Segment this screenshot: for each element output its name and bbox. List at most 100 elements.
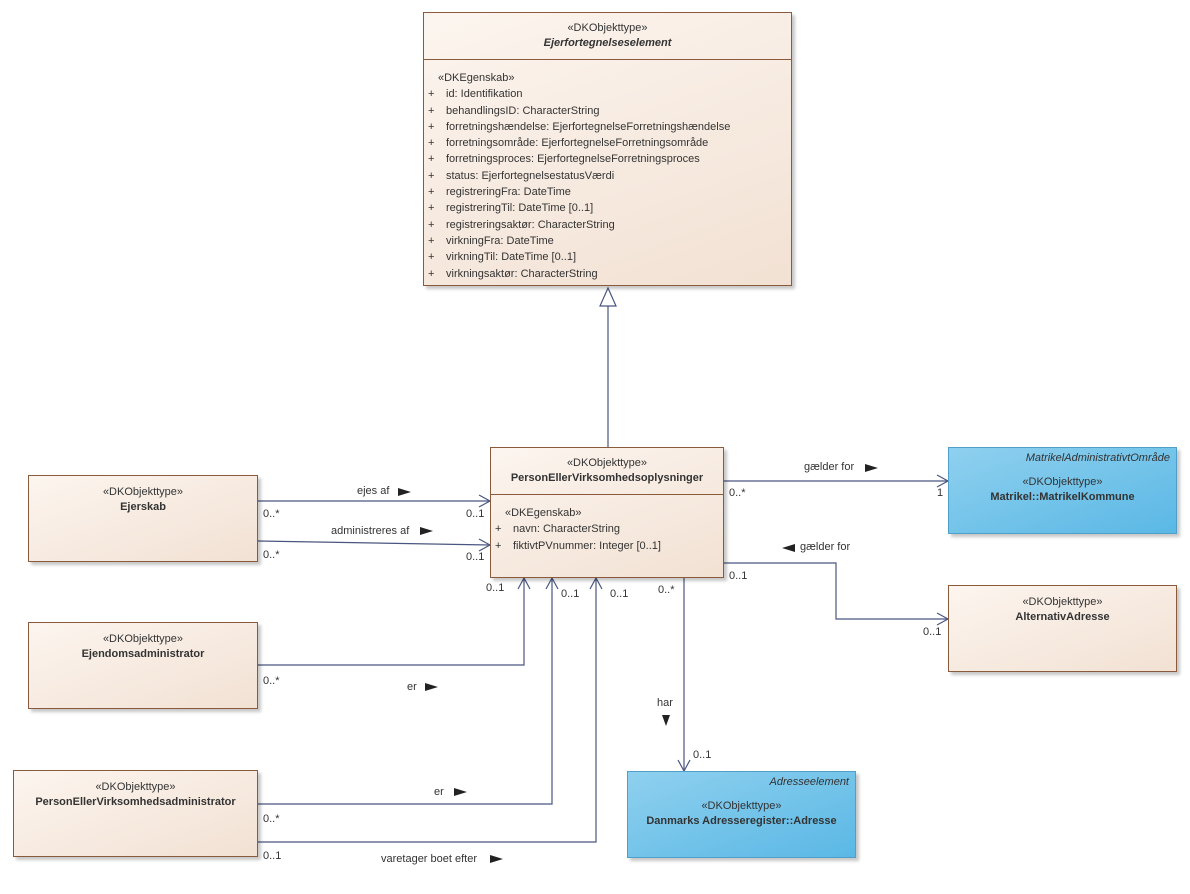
class-name: Ejerskab — [120, 501, 166, 513]
attribute-compartment: «DKEgenskab» +id: Identifikation+behandl… — [424, 59, 791, 282]
attribute-row: +forretningshændelse: EjerfortegnelseFor… — [424, 119, 791, 135]
assoc-er-ejendom-target-mult: 0..1 — [486, 582, 505, 594]
assoc-har-target-mult: 0..1 — [693, 749, 712, 761]
class-ejerfortegnelseselement[interactable]: «DKObjekttype» Ejerfortegnelseselement «… — [423, 12, 792, 286]
assoc-administreres-af-target-mult: 0..1 — [466, 551, 485, 563]
direction-marker-er-pva — [454, 788, 467, 796]
class-alternativ-adresse[interactable]: «DKObjekttype» AlternativAdresse — [948, 585, 1177, 672]
class-stereotype: «DKObjekttype» — [567, 22, 648, 34]
direction-marker-gaelder-kommune — [865, 464, 878, 472]
attribute-visibility: + — [428, 88, 435, 101]
class-name: PersonEllerVirksomhedsadministrator — [35, 796, 236, 808]
assoc-gaelder-alt-line — [724, 562, 948, 620]
attribute-text: behandlingsID: CharacterString — [446, 104, 600, 117]
class-header: «DKObjekttype» Ejerskab — [29, 476, 257, 515]
package-name: Adresseelement — [769, 776, 850, 788]
class-person-eller-virksomhedsadministrator[interactable]: «DKObjekttype» PersonEllerVirksomhedsadm… — [13, 770, 258, 857]
attribute-row: +virkningFra: DateTime — [424, 233, 791, 249]
attribute-visibility: + — [428, 169, 435, 182]
assoc-administreres-af-source-mult: 0..* — [263, 549, 280, 561]
class-header: «DKObjekttype» PersonEllerVirksomhedsadm… — [14, 771, 257, 810]
attribute-text: fiktivtPVnummer: Integer [0..1] — [513, 539, 661, 552]
attribute-text: forretningsproces: EjerfortegnelseForret… — [446, 153, 700, 166]
class-header: «DKObjekttype» Ejendomsadministrator — [29, 623, 257, 662]
class-ejendomsadministrator[interactable]: «DKObjekttype» Ejendomsadministrator — [28, 622, 258, 709]
attribute-compartment: «DKEgenskab» + navn: CharacterString + fikt… — [491, 494, 723, 554]
attribute-text: status: EjerfortegnelsestatusVærdi — [446, 169, 615, 182]
assoc-gaelder-alt-label: gælder for — [800, 541, 851, 553]
assoc-er-ejendom-source-mult: 0..* — [263, 675, 280, 687]
assoc-varetager-label: varetager boet efter — [381, 853, 478, 865]
assoc-er-pva-label: er — [434, 786, 444, 798]
attribute-text: registreringFra: DateTime — [446, 186, 571, 199]
attribute-visibility: + — [428, 202, 435, 215]
attribute-visibility: + — [495, 539, 502, 552]
assoc-varetager-target-mult: 0..1 — [610, 588, 629, 600]
attribute-text: navn: CharacterString — [513, 523, 620, 536]
class-stereotype: «DKObjekttype» — [102, 486, 184, 498]
attribute-row: +forretningsproces: EjerfortegnelseForre… — [424, 151, 791, 167]
class-name: Danmarks Adresseregister::Adresse — [646, 815, 837, 827]
attribute-visibility: + — [428, 186, 435, 199]
attribute-text: virkningTil: DateTime [0..1] — [446, 251, 577, 264]
attribute-row: + registreringTil: DateTime [0..1] — [424, 200, 791, 216]
direction-marker-ejes-af — [398, 488, 411, 496]
attribute-row: + fiktivtPVnummer: Integer [0..1] — [491, 538, 723, 554]
attribute-text: forretningsområde: EjerfortegnelseForret… — [446, 137, 709, 150]
attribute-row: + status: EjerfortegnelsestatusVærdi — [424, 168, 791, 184]
class-person-eller-virksomhedsoplysninger[interactable]: «DKObjekttype» PersonEllerVirksomhedsopl… — [490, 447, 724, 578]
direction-marker-er-ejendom — [425, 683, 438, 691]
assoc-har-source-mult: 0..* — [658, 584, 675, 596]
class-name: Matrikel::MatrikelKommune — [990, 491, 1135, 503]
assoc-er-pva-source-mult: 0..* — [263, 813, 280, 825]
class-danmarks-adresseregister-adresse[interactable]: Adresseelement «DKObjekttype» Danmarks A… — [627, 771, 856, 858]
attribute-row: + registreringFra: DateTime — [424, 184, 791, 200]
assoc-varetager-arrow — [589, 576, 603, 590]
attribute-row: + navn: CharacterString — [491, 521, 723, 537]
assoc-gaelder-kommune-label: gælder for — [804, 461, 855, 473]
assoc-er-ejendom-arrow — [517, 576, 531, 590]
attribute-stereotype: «DKEgenskab» — [505, 507, 582, 519]
assoc-er-pva-target-mult: 0..1 — [561, 588, 580, 600]
class-header: «DKObjekttype» PersonEllerVirksomhedsopl… — [491, 448, 723, 486]
attribute-visibility: + — [428, 267, 435, 280]
class-ejerskab[interactable]: «DKObjekttype» Ejerskab — [28, 475, 258, 562]
attribute-visibility: + — [428, 137, 435, 150]
attribute-visibility: + — [428, 120, 435, 133]
assoc-administreres-af-label: administreres af — [331, 525, 410, 537]
attribute-row: +id: Identifikation — [424, 86, 791, 102]
class-stereotype: «DKObjekttype» — [95, 781, 176, 793]
assoc-ejes-af-source-mult: 0..* — [263, 508, 280, 520]
attribute-list: +id: Identifikation+behandlingsID: Chara… — [424, 86, 791, 282]
attribute-visibility: + — [428, 104, 435, 117]
class-stereotype: «DKObjekttype» — [701, 800, 782, 812]
attribute-text: registreringTil: DateTime [0..1] — [446, 202, 594, 215]
class-matrikel-kommune[interactable]: MatrikelAdministrativtOmråde «DKObjektty… — [948, 447, 1177, 534]
class-stereotype: «DKObjekttype» — [1022, 596, 1103, 608]
assoc-gaelder-alt-source-mult: 0..1 — [729, 570, 748, 582]
class-stereotype: «DKObjekttype» — [1022, 476, 1103, 488]
direction-marker-har — [662, 715, 670, 726]
attribute-text: virkningsaktør: CharacterString — [446, 267, 598, 280]
assoc-gaelder-kommune-target-mult: 1 — [937, 487, 944, 499]
attribute-text: registreringsaktør: CharacterString — [446, 218, 615, 231]
attribute-row: + forretningsområde: EjerfortegnelseForre… — [424, 135, 791, 151]
attribute-row: + behandlingsID: CharacterString — [424, 103, 791, 119]
attribute-row: + virkningTil: DateTime [0..1] — [424, 249, 791, 265]
assoc-varetager-line — [258, 578, 597, 843]
assoc-er-ejendom-label: er — [407, 681, 417, 693]
class-name: PersonEllerVirksomhedsoplysninger — [510, 472, 704, 484]
generalization-arrowhead — [599, 286, 617, 307]
direction-marker-gaelder-alt — [782, 544, 795, 552]
class-header: «DKObjekttype» AlternativAdresse — [949, 586, 1176, 625]
package-name: MatrikelAdministrativtOmråde — [1025, 452, 1170, 464]
attribute-visibility: + — [428, 251, 435, 264]
attribute-row: + virkningsaktør: CharacterString — [424, 266, 791, 282]
attribute-list: + navn: CharacterString + fiktivtPVnummer: … — [491, 521, 723, 554]
assoc-ejes-af-target-mult: 0..1 — [466, 508, 485, 520]
class-name: AlternativAdresse — [1015, 611, 1110, 623]
assoc-er-pva-line — [258, 578, 553, 805]
assoc-varetager-source-mult: 0..1 — [263, 850, 282, 862]
attribute-visibility: + — [495, 523, 502, 536]
